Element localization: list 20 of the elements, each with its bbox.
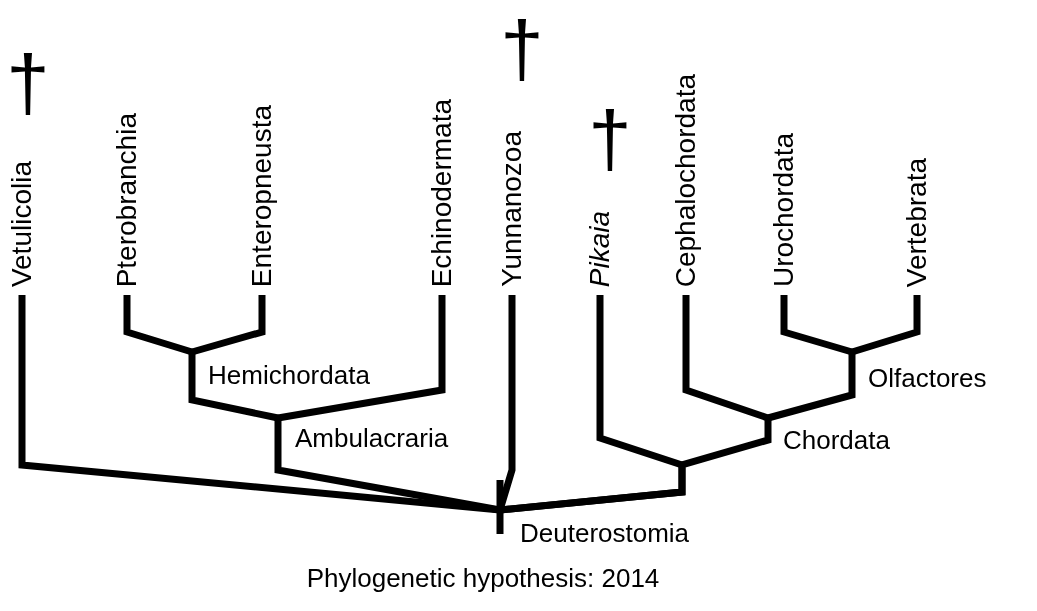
clade-label: Deuterostomia <box>500 510 690 548</box>
clade-label: Hemichordata <box>192 352 370 390</box>
extinct-dagger: † <box>499 10 545 88</box>
tree-branch <box>188 352 279 422</box>
taxon-label: Cephalochordata <box>669 73 703 295</box>
clade-label: Ambulacraria <box>278 418 449 453</box>
taxon-label: Vetulicolia <box>5 160 39 295</box>
tree-branch <box>767 352 856 422</box>
extinct-dagger: † <box>587 100 633 178</box>
clade-label: Chordata <box>768 418 890 455</box>
caption: Phylogenetic hypothesis: 2014 <box>305 562 661 594</box>
taxon-label: Urochordata <box>767 132 801 295</box>
extinct-dagger: † <box>5 44 51 122</box>
taxon-label: Yunnanozoa <box>495 131 529 295</box>
taxon-label: Pterobranchia <box>110 112 144 295</box>
taxon-label: Vertebrata <box>900 157 934 295</box>
taxon-label: Pikaia <box>583 210 617 295</box>
clade-label: Olfactores <box>852 352 987 393</box>
taxon-label: Echinodermata <box>425 98 459 295</box>
taxon-label: Enteropneusta <box>245 104 279 295</box>
